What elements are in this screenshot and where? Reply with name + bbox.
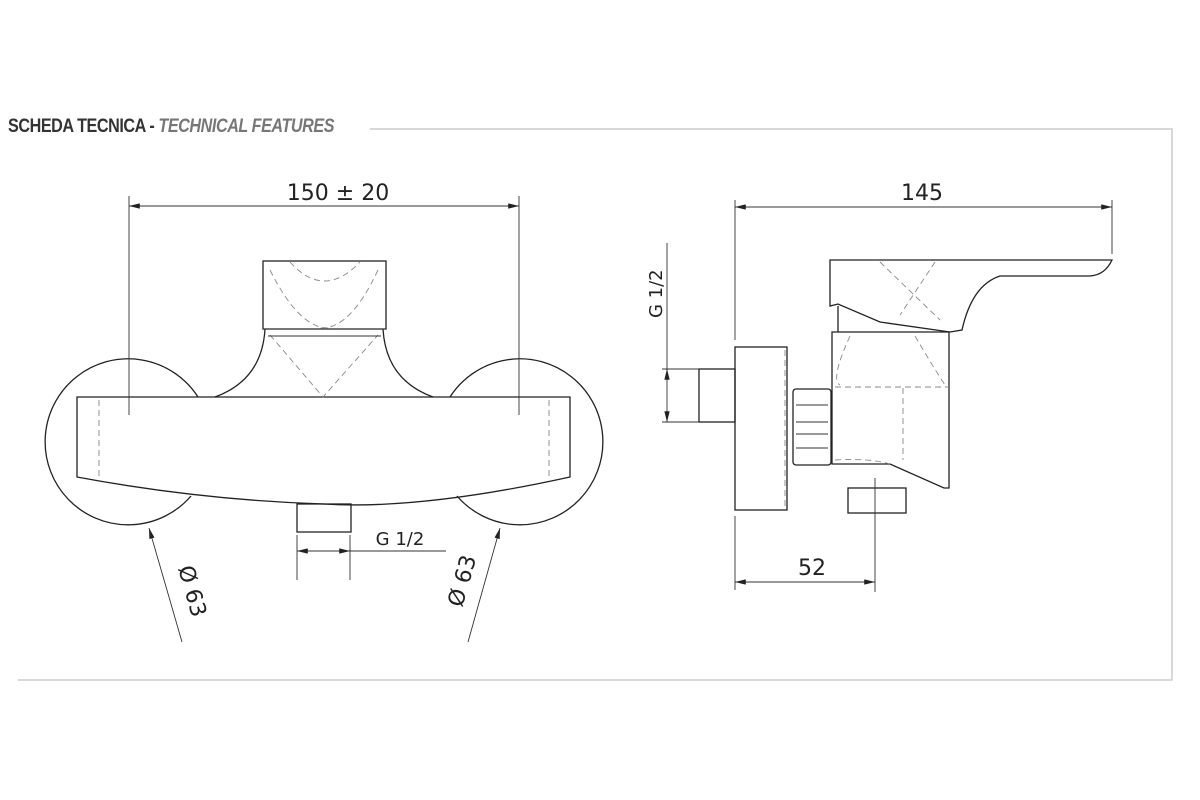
outlet-side: [847, 487, 907, 514]
left-eccentric-cover: [44, 358, 199, 526]
front-view: 150 ± 20 G 1/2 Ø 63 Ø 63: [44, 181, 604, 643]
handle: [262, 260, 387, 330]
inlet-pipe: [698, 368, 736, 423]
dim-inlet-thread: G 1/2: [646, 269, 667, 318]
body-neck: [214, 328, 434, 398]
title-english: TECHNICAL FEATURES: [158, 116, 335, 137]
lever: [829, 259, 1114, 333]
right-eccentric-cover: [449, 358, 604, 526]
title-separator: -: [149, 116, 155, 137]
side-view: 145 G 1/2 52: [646, 181, 1114, 592]
section-title: SCHEDA TECNICA - TECHNICAL FEATURES: [8, 116, 335, 138]
dim-depth: 145: [901, 181, 943, 206]
wall-plate: [734, 346, 788, 511]
title-italian: SCHEDA TECNICA: [8, 116, 146, 137]
outlet: [296, 503, 352, 533]
dim-right-diameter: Ø 63: [444, 552, 482, 609]
mixer-body: [76, 396, 571, 506]
dim-outlet-thread: G 1/2: [376, 529, 425, 550]
frame-border: [18, 128, 1173, 681]
hex-nut: [792, 388, 832, 466]
dim-left-diameter: Ø 63: [172, 563, 210, 620]
dim-width: 150 ± 20: [287, 181, 389, 206]
dim-outlet-offset: 52: [798, 556, 826, 581]
mixer-body-side: [831, 331, 950, 489]
